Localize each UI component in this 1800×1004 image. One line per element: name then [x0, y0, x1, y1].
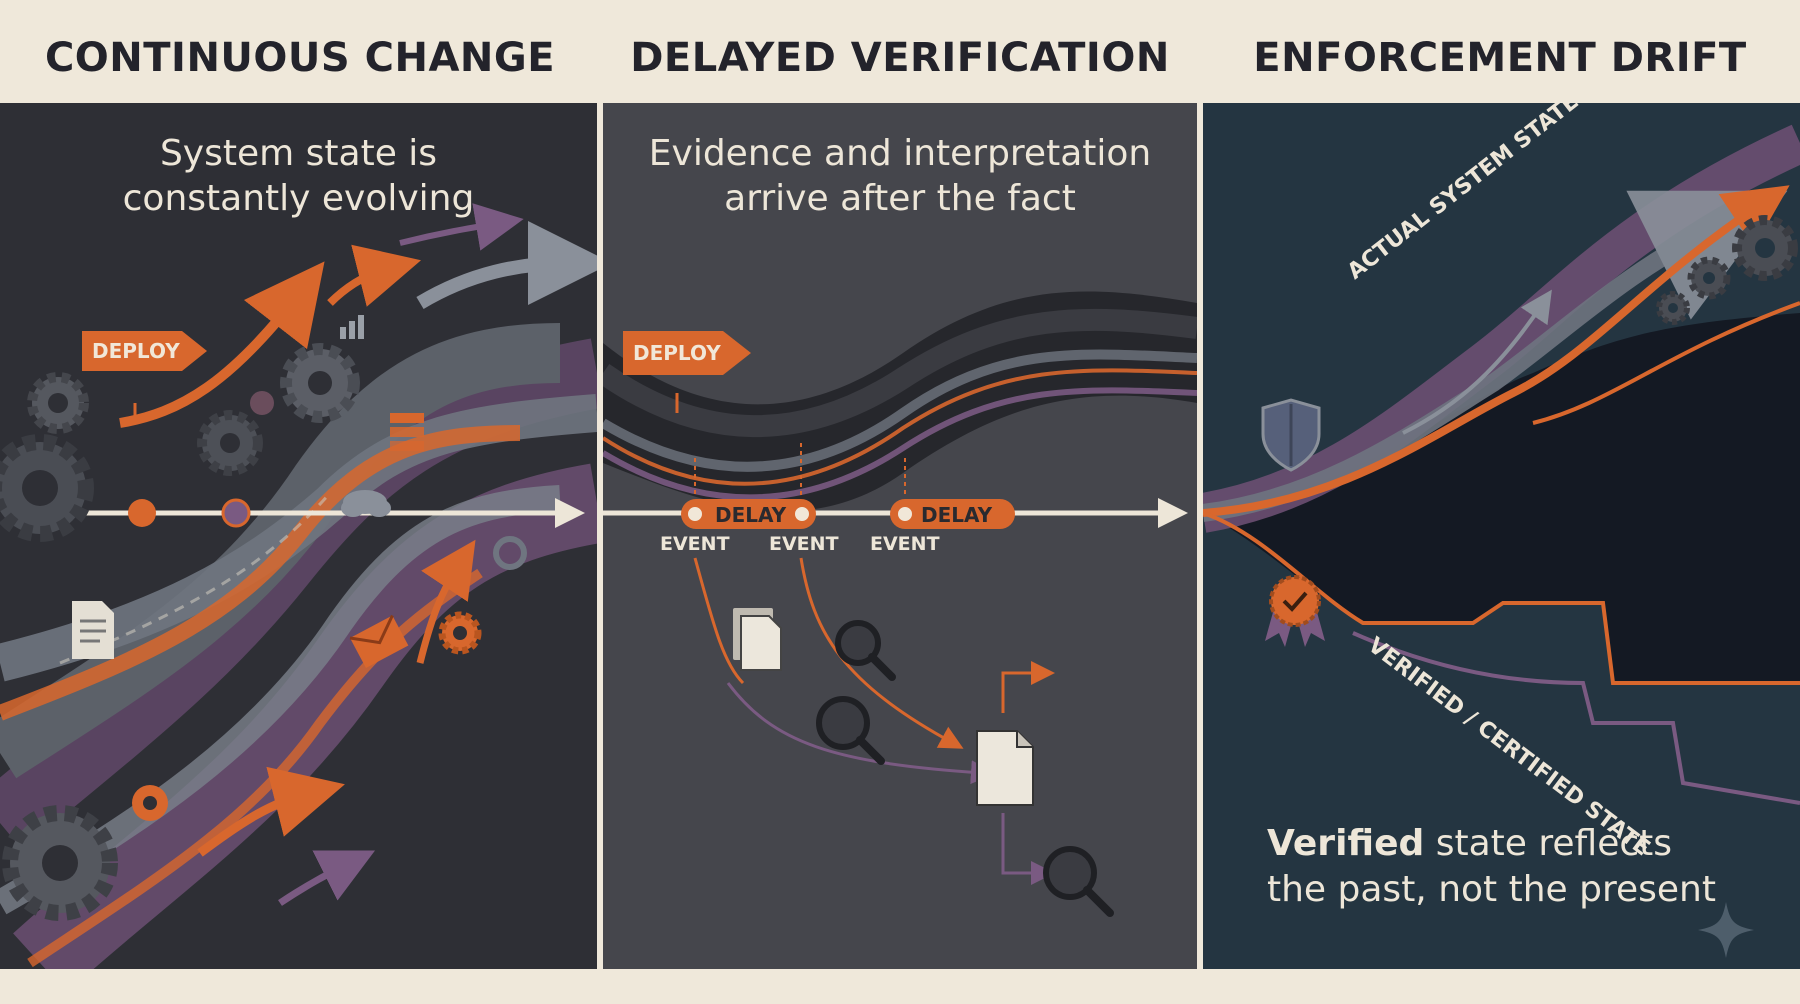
timeline-arrowhead [1158, 498, 1188, 528]
flow-curve-5 [1001, 813, 1055, 885]
magnifier-icon [835, 620, 896, 681]
document-icon [733, 608, 782, 671]
magnifier-icon [1043, 846, 1114, 917]
shield-icon [1261, 398, 1321, 472]
drift-caption: Verified state reflects the past, not th… [1267, 821, 1716, 913]
drift-caption-line2: the past, not the present [1267, 869, 1716, 910]
actual-stream-gray-2 [1402, 289, 1552, 435]
envelope-icon [349, 614, 409, 669]
heading-delayed-verification: DELAYED VERIFICATION [630, 35, 1170, 81]
subtitle-left: System state is constantly evolving [0, 131, 597, 221]
flow-curve-1 [693, 557, 745, 685]
stream-orange-2 [27, 568, 483, 968]
deploy-flag-left: DEPLOY [82, 331, 207, 371]
event-node-1 [684, 503, 706, 525]
wave-band-orange [603, 368, 1197, 486]
enforcement-drift-illustration [1203, 124, 1800, 958]
dashed-lane [59, 492, 332, 665]
flow-curve-2 [726, 682, 995, 785]
subtitle-left-line2: constantly evolving [122, 178, 475, 219]
gear-icon [438, 611, 482, 655]
delay-label-1: DELAY [715, 503, 787, 527]
wave-band-dark [603, 291, 1197, 512]
gear-icon [1687, 256, 1731, 300]
timeline-arrowhead [555, 498, 585, 528]
delay-pill-1 [681, 499, 816, 529]
magnifier-icon [816, 696, 885, 765]
gear-icon [132, 785, 168, 821]
delayed-verification-illustration [603, 291, 1197, 917]
server-stack-icon [390, 413, 424, 451]
gear-icon [1656, 291, 1690, 325]
event-label-1: EVENT [660, 533, 730, 555]
bar-chart-icon [340, 315, 364, 339]
cloud-icon [341, 490, 391, 517]
deploy-label-left: DEPLOY [92, 339, 180, 363]
gear-icon [1732, 215, 1798, 281]
gear-icon [2, 805, 118, 921]
caption-bold: Verified [1267, 823, 1425, 864]
deploy-flag-middle: DEPLOY [623, 331, 751, 375]
verified-line-purple [1352, 631, 1800, 805]
arrow-orange-3 [197, 766, 345, 857]
subtitle-middle-line1: Evidence and interpretation [648, 133, 1152, 174]
document-icon [976, 730, 1034, 806]
timeline-node-orange [128, 499, 156, 527]
panel-continuous-change: System state is constantly evolving DEPL… [0, 103, 597, 969]
gear-icon [280, 343, 360, 423]
delay-label-2: DELAY [921, 503, 993, 527]
wave-band-mid [603, 308, 1197, 438]
event-node-2 [791, 503, 813, 525]
heading-enforcement-drift: ENFORCEMENT DRIFT [1253, 35, 1747, 81]
stream-purple-2 [13, 463, 597, 969]
gear-icon [0, 434, 94, 542]
subtitle-middle: Evidence and interpretation arrive after… [603, 131, 1197, 221]
drift-gap [1203, 313, 1800, 683]
caption-rest: state reflects [1424, 823, 1673, 864]
arrow-gray-1 [416, 221, 597, 310]
timeline-node-purple [221, 498, 251, 528]
actual-stream-orange [1203, 185, 1790, 517]
subtitle-middle-line2: arrive after the fact [724, 178, 1076, 219]
gear-icon [250, 391, 274, 415]
panel-enforcement-drift: ACTUAL SYSTEM STATE VERIFIED / CERTIFIED… [1203, 103, 1800, 969]
panel-delayed-verification: Evidence and interpretation arrive after… [603, 103, 1197, 969]
stream-gray-main [0, 323, 561, 779]
flow-curve-4 [1001, 661, 1055, 713]
continuous-change-illustration [0, 203, 597, 969]
badge-icon [1265, 575, 1325, 647]
actual-stream-gray [1203, 190, 1788, 522]
event-label-3: EVENT [870, 533, 940, 555]
arrow-orange-4 [416, 539, 476, 664]
event-node-3 [894, 503, 916, 525]
arrow-orange-2 [327, 244, 422, 307]
delay-pill-2 [890, 499, 1015, 529]
gear-icon [27, 372, 89, 434]
actual-stream-orange-2 [1532, 301, 1800, 425]
arrow-purple-2 [278, 850, 376, 906]
subtitle-left-line1: System state is [159, 133, 438, 174]
document-icon [72, 601, 114, 659]
stream-orange-1 [0, 425, 521, 721]
sparkle-icon [1698, 902, 1754, 958]
event-label-2: EVENT [769, 533, 839, 555]
arrow-orange-1 [119, 261, 325, 428]
heading-continuous-change: CONTINUOUS CHANGE [44, 35, 556, 81]
drift-caption-line1: Verified state reflects [1267, 821, 1716, 867]
deploy-label-middle: DEPLOY [633, 341, 721, 365]
gear-icon [197, 410, 263, 476]
arrow-purple-1 [399, 203, 524, 251]
